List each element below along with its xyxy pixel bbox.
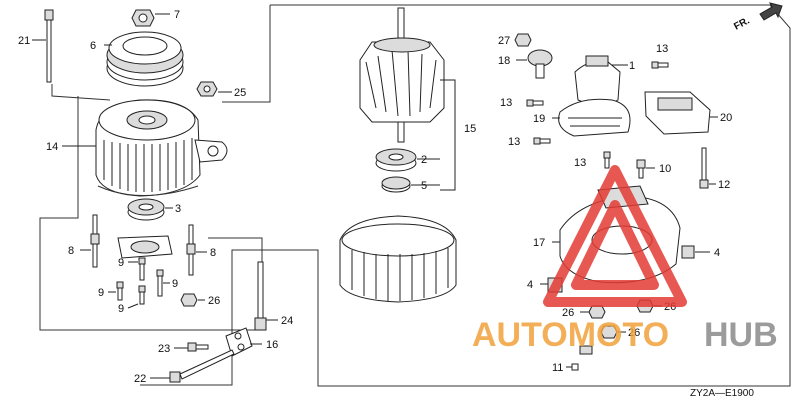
callout-10[interactable]: 10 xyxy=(659,163,671,175)
callout-20[interactable]: 20 xyxy=(720,112,732,124)
stud-bolt-8-left xyxy=(90,214,100,268)
rear-bearing-2 xyxy=(375,148,417,172)
regulator-1 xyxy=(574,55,621,106)
long-bolt-21 xyxy=(44,9,54,83)
bolt-9-d xyxy=(138,285,146,305)
diagram-code: ZY2A—E1900 xyxy=(690,388,754,399)
callout-8-left[interactable]: 8 xyxy=(68,245,74,257)
screw-13-low xyxy=(533,137,551,145)
callout-9-b[interactable]: 9 xyxy=(98,287,104,299)
callout-15[interactable]: 15 xyxy=(464,123,476,135)
callout-7[interactable]: 7 xyxy=(174,9,180,21)
bearing-3 xyxy=(127,198,165,221)
screw-13-top xyxy=(651,61,669,69)
callout-27[interactable]: 27 xyxy=(498,35,510,47)
bolt-9-a xyxy=(138,257,146,281)
callout-9-a[interactable]: 9 xyxy=(118,257,124,269)
bolt-23 xyxy=(187,342,209,352)
callout-23[interactable]: 23 xyxy=(158,343,170,355)
gasket-plate xyxy=(117,235,173,259)
callout-8-right[interactable]: 8 xyxy=(210,247,216,259)
callout-13-mid[interactable]: 13 xyxy=(500,97,512,109)
callout-11[interactable]: 11 xyxy=(552,362,563,374)
rectifier-19 xyxy=(558,98,631,137)
stud-bolt-8-right xyxy=(186,224,196,276)
nut-27 xyxy=(514,33,532,47)
screw-13-mid xyxy=(526,99,544,107)
callout-1[interactable]: 1 xyxy=(629,60,635,72)
automotohub-watermark: AUTOMOTO HUB xyxy=(472,165,778,354)
callout-4-right[interactable]: 4 xyxy=(714,247,720,259)
callout-13-center[interactable]: 13 xyxy=(574,157,586,169)
nut-26-left xyxy=(180,293,198,307)
callout-26-c[interactable]: 26 xyxy=(628,327,640,339)
bolt-9-b xyxy=(116,281,124,301)
front-direction-indicator: FR. xyxy=(732,2,783,33)
bolt-9-c xyxy=(156,269,164,297)
bearing-ring-5 xyxy=(381,176,411,193)
pulley-6 xyxy=(106,31,184,87)
callout-22[interactable]: 22 xyxy=(134,373,146,385)
callout-9-c[interactable]: 9 xyxy=(172,278,178,290)
callout-4-left[interactable]: 4 xyxy=(527,279,533,291)
watermark-text-hub: HUB xyxy=(704,316,778,354)
watermark-text-automoto: AUTOMOTO xyxy=(472,316,669,354)
callout-21[interactable]: 21 xyxy=(18,35,30,47)
callout-14[interactable]: 14 xyxy=(46,141,58,153)
alternator-housing-14 xyxy=(95,99,228,197)
terminal-18 xyxy=(527,49,553,79)
callout-18[interactable]: 18 xyxy=(498,55,510,67)
terminal-cap-4-right xyxy=(681,245,695,259)
bolt-12 xyxy=(699,147,709,189)
callout-26-a[interactable]: 26 xyxy=(562,307,574,319)
brush-holder-20 xyxy=(644,91,711,135)
bolt-22 xyxy=(169,349,235,383)
pulley-nut-7 xyxy=(131,9,155,27)
nut-26-c xyxy=(600,325,618,339)
bracket-plate-16 xyxy=(225,327,253,357)
long-bolt-24 xyxy=(254,261,267,331)
rear-housing xyxy=(339,215,457,303)
callout-26-left[interactable]: 26 xyxy=(208,295,220,307)
upper-bracket-line xyxy=(222,5,271,103)
callout-13-top[interactable]: 13 xyxy=(656,43,668,55)
screw-13-center xyxy=(603,151,611,169)
callout-9-d[interactable]: 9 xyxy=(118,303,124,315)
callout-25[interactable]: 25 xyxy=(234,87,246,99)
screw-10 xyxy=(636,159,646,179)
callout-16[interactable]: 16 xyxy=(266,339,278,351)
callout-5[interactable]: 5 xyxy=(421,180,427,192)
flange-nut-25 xyxy=(196,81,218,97)
warning-triangle-logo xyxy=(543,165,687,307)
callout-2[interactable]: 2 xyxy=(421,154,427,166)
callout-12[interactable]: 12 xyxy=(718,179,730,191)
arrow-icon xyxy=(759,2,783,21)
callout-13-low[interactable]: 13 xyxy=(508,136,520,148)
rotor-15 xyxy=(359,7,445,143)
callout-3[interactable]: 3 xyxy=(175,203,181,215)
callout-6[interactable]: 6 xyxy=(90,40,96,52)
callout-24[interactable]: 24 xyxy=(281,315,293,327)
callout-19[interactable]: 19 xyxy=(533,113,545,125)
fr-label: FR. xyxy=(732,15,752,32)
callout-17[interactable]: 17 xyxy=(533,237,545,249)
